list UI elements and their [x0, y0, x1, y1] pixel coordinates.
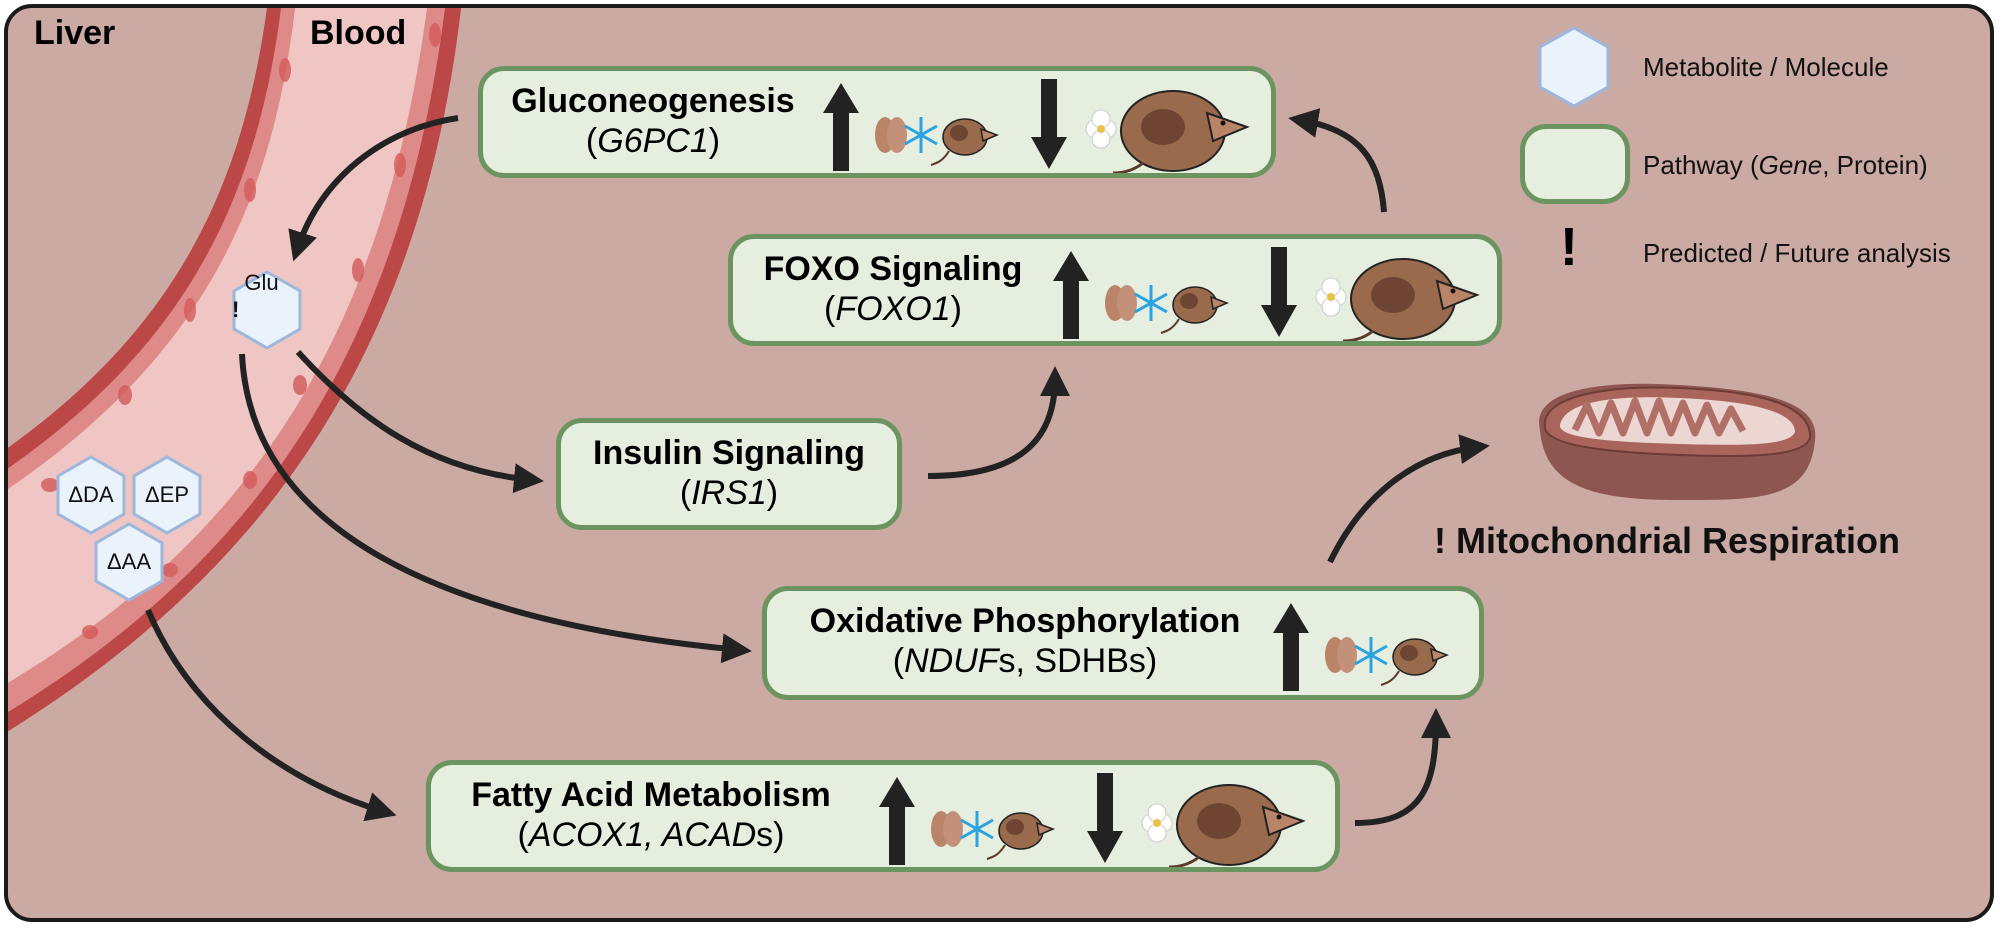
legend-metabolite-label: Metabolite / Molecule [1643, 52, 1889, 82]
metabolite-label: Glu [244, 270, 279, 295]
regulation-icons [1273, 603, 1450, 691]
small-shrew-icon [986, 812, 1056, 860]
arrow-up-icon [879, 777, 915, 865]
pathway-genes: (G6PC1) [585, 122, 721, 160]
snowflake-icon [960, 811, 994, 847]
arrow-down-icon [1087, 773, 1123, 863]
flower-icon [1141, 803, 1173, 843]
blood-vessel [8, 8, 462, 760]
flower-icon [1315, 277, 1347, 317]
large-shrew-icon [1112, 90, 1250, 173]
large-shrew-icon [1342, 258, 1480, 341]
predicted-marker: ! [232, 297, 240, 322]
hexagon-icon [232, 270, 302, 350]
endothelial-cells [41, 23, 441, 639]
arrow-foxo-to-gluconeogenesis [1288, 108, 1387, 213]
snowflake-icon [1134, 285, 1168, 321]
pathway-foxo: FOXO Signaling (FOXO1) [728, 234, 1502, 346]
arrow-metabolites-to-fatty-acid [145, 608, 397, 822]
small-shrew-icon [1160, 286, 1230, 334]
pathway-title: Insulin Signaling [593, 434, 865, 472]
metabolite-label: ΔDA [68, 482, 114, 507]
arrows [145, 108, 1490, 826]
leaf-icon [1105, 285, 1137, 321]
leaf-icon [875, 117, 907, 153]
arrow-up-icon [823, 83, 859, 171]
small-shrew-icon [930, 118, 1000, 166]
mitochondrial-respiration-label: ! Mitochondrial Respiration [1434, 520, 1901, 561]
arrow-oxphos-to-mitochondria [1327, 434, 1490, 564]
arrow-glu-to-insulin [295, 349, 544, 494]
pathway-genes: (NDUFs, SDHBs) [892, 642, 1158, 680]
leaf-icon [1325, 637, 1357, 673]
flower-icon [1085, 109, 1117, 149]
hexagon-icon [56, 455, 126, 535]
metabolite-label: ΔAA [106, 549, 152, 574]
pathway-genes: (FOXO1) [824, 290, 962, 328]
snowflake-icon [904, 117, 938, 153]
regulation-icons [1053, 247, 1480, 341]
blood-label: Blood [310, 14, 407, 52]
arrow-up-icon [1273, 603, 1309, 691]
legend-pathway-label: Pathway (Gene, Protein) [1643, 150, 1928, 180]
snowflake-icon [1354, 637, 1388, 673]
pathway-title: Gluconeogenesis [511, 82, 795, 120]
leaf-icon [931, 811, 963, 847]
regulation-icons [823, 79, 1250, 173]
large-shrew-icon [1168, 784, 1306, 867]
legend-hexagon-icon [1538, 26, 1610, 108]
mitochondrion-icon [1539, 383, 1816, 500]
arrow-fatty-acid-to-oxphos [1354, 708, 1451, 826]
pathway-insulin: Insulin Signaling (IRS1) [556, 418, 902, 530]
regulation-icons [879, 773, 1306, 867]
legend-pathway-icon [1520, 124, 1630, 204]
arrow-up-icon [1053, 251, 1089, 339]
pathway-gluconeogenesis: Gluconeogenesis (G6PC1) [478, 66, 1276, 178]
metabolite-aa: ΔAA [94, 522, 164, 602]
metabolite-da: ΔDA [56, 455, 126, 535]
metabolite-label: ΔEP [144, 482, 190, 507]
hexagon-icon [132, 455, 202, 535]
metabolite-ep: ΔEP [132, 455, 202, 535]
arrow-down-icon [1261, 247, 1297, 337]
liver-label: Liver [34, 14, 116, 52]
pathway-fatty-acid: Fatty Acid Metabolism (ACOX1, ACADs) [426, 760, 1340, 872]
small-shrew-icon [1380, 638, 1450, 686]
legend-predicted-label: Predicted / Future analysis [1643, 238, 1951, 268]
metabolite-glu: !Glu [232, 270, 302, 350]
pathway-title: Oxidative Phosphorylation [809, 602, 1241, 640]
pathway-title: Fatty Acid Metabolism [471, 776, 831, 814]
legend-exclamation-icon: ! [1560, 217, 1578, 277]
pathway-genes: (ACOX1, ACADs) [517, 816, 785, 854]
pathway-oxphos: Oxidative Phosphorylation (NDUFs, SDHBs) [762, 586, 1484, 700]
pathway-genes: (IRS1) [679, 474, 779, 512]
arrow-glu-to-oxphos [239, 353, 752, 664]
arrow-insulin-to-foxo [927, 366, 1070, 479]
pathway-title: FOXO Signaling [763, 250, 1023, 288]
arrow-down-icon [1031, 79, 1067, 169]
hexagon-icon [94, 522, 164, 602]
arrow-gluconeogenesis-to-glu [288, 115, 459, 262]
